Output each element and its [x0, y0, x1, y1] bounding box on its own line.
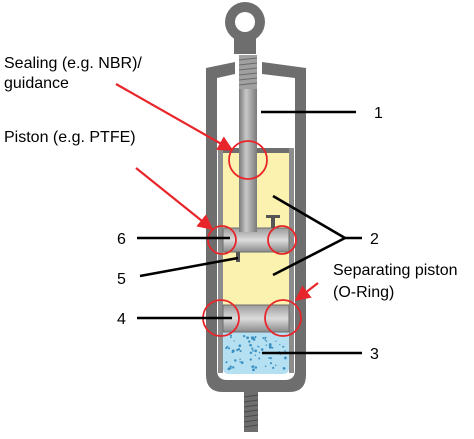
gas-bubble	[234, 359, 237, 362]
gas-chamber	[223, 332, 289, 374]
gas-bubble	[264, 336, 267, 339]
gas-bubble	[264, 365, 267, 368]
gas-bubble	[240, 361, 244, 364]
gas-bubble	[262, 337, 265, 340]
gas-bubble	[229, 365, 232, 368]
gas-bubble	[254, 349, 258, 353]
highlight-circle-seal	[228, 140, 268, 180]
gas-bubble	[225, 361, 228, 364]
gas-bubble	[254, 366, 258, 369]
gas-bubble	[268, 343, 272, 347]
oil-chamber-lower	[223, 252, 289, 305]
gas-bubble	[269, 357, 272, 360]
gas-bubble	[243, 334, 246, 338]
gas-bubble	[275, 364, 277, 367]
gas-bubble	[258, 351, 261, 354]
gas-bubble	[238, 344, 242, 348]
gas-bubble	[282, 345, 285, 348]
label-piston: Piston (e.g. PTFE)	[4, 129, 136, 146]
gas-bubble	[231, 351, 234, 354]
gas-bubble	[230, 336, 232, 339]
gas-bubble	[227, 367, 231, 371]
leader-2-lower	[272, 236, 346, 277]
highlight-circle-piston-right	[267, 225, 297, 255]
gas-bubble	[249, 351, 253, 355]
label-sealing-line1: Sealing (e.g. NBR)/	[4, 55, 142, 72]
callout-6: 6	[117, 231, 126, 248]
gas-bubble	[257, 345, 259, 347]
gas-bubble	[284, 350, 286, 352]
label-separating-line1: Separating piston	[333, 262, 458, 279]
gas-bubble	[265, 344, 268, 346]
label-sealing-line2: guidance	[4, 75, 69, 92]
gas-bubble	[264, 339, 267, 341]
bottom-mount-stud	[243, 392, 259, 432]
callout-1: 1	[374, 105, 383, 122]
callout-3: 3	[370, 346, 379, 363]
gas-bubble	[249, 343, 252, 347]
gas-bubble	[269, 362, 273, 365]
gas-bubble	[233, 340, 235, 342]
gas-bubble	[251, 347, 254, 350]
label-separating-line2: (O-Ring)	[333, 284, 394, 301]
gas-bubble	[252, 349, 254, 352]
gas-bubble	[246, 336, 249, 340]
gas-bubble	[282, 367, 286, 370]
gas-bubble	[249, 358, 252, 361]
arrow-piston	[135, 167, 214, 230]
gas-bubble	[260, 348, 264, 351]
gas-bubble	[258, 357, 261, 360]
gas-bubble	[275, 340, 277, 342]
gas-bubble	[272, 366, 275, 369]
gas-bubble	[254, 354, 257, 356]
gas-bubble	[279, 343, 281, 346]
gas-bubble	[232, 366, 235, 369]
top-eye-mount	[225, 2, 265, 54]
gas-bubble	[239, 358, 241, 360]
highlight-circle-separator-right	[264, 299, 302, 337]
leader-2-upper	[272, 194, 346, 240]
callout-4: 4	[117, 311, 126, 328]
gas-bubble	[237, 347, 241, 351]
arrow-separating-piston	[294, 282, 319, 301]
gas-bubble	[268, 357, 270, 359]
gas-bubble	[252, 338, 256, 341]
gas-bubble	[252, 368, 255, 372]
arrow-sealing	[115, 83, 234, 151]
gas-bubble	[229, 367, 232, 370]
leader-5	[139, 256, 239, 278]
gas-bubble	[250, 336, 254, 340]
gas-bubble	[248, 340, 251, 343]
gas-bubble	[229, 334, 232, 337]
gas-bubble	[225, 346, 228, 350]
gas-bubble	[265, 340, 268, 342]
gas-bubble	[258, 346, 260, 348]
gas-bubble	[284, 357, 287, 360]
gas-bubble	[251, 365, 254, 369]
gas-bubble	[254, 336, 257, 339]
callout-5: 5	[117, 271, 126, 288]
gas-bubble	[228, 347, 231, 350]
gas-bubble	[271, 346, 274, 349]
separating-piston	[222, 304, 290, 333]
gas-bubble	[239, 349, 242, 353]
highlight-circle-piston-left	[207, 225, 237, 255]
outer-housing	[206, 62, 306, 392]
piston-rod	[238, 55, 258, 232]
gas-bubble	[239, 360, 241, 363]
gas-bubble	[268, 345, 272, 349]
callout-2: 2	[370, 231, 379, 248]
